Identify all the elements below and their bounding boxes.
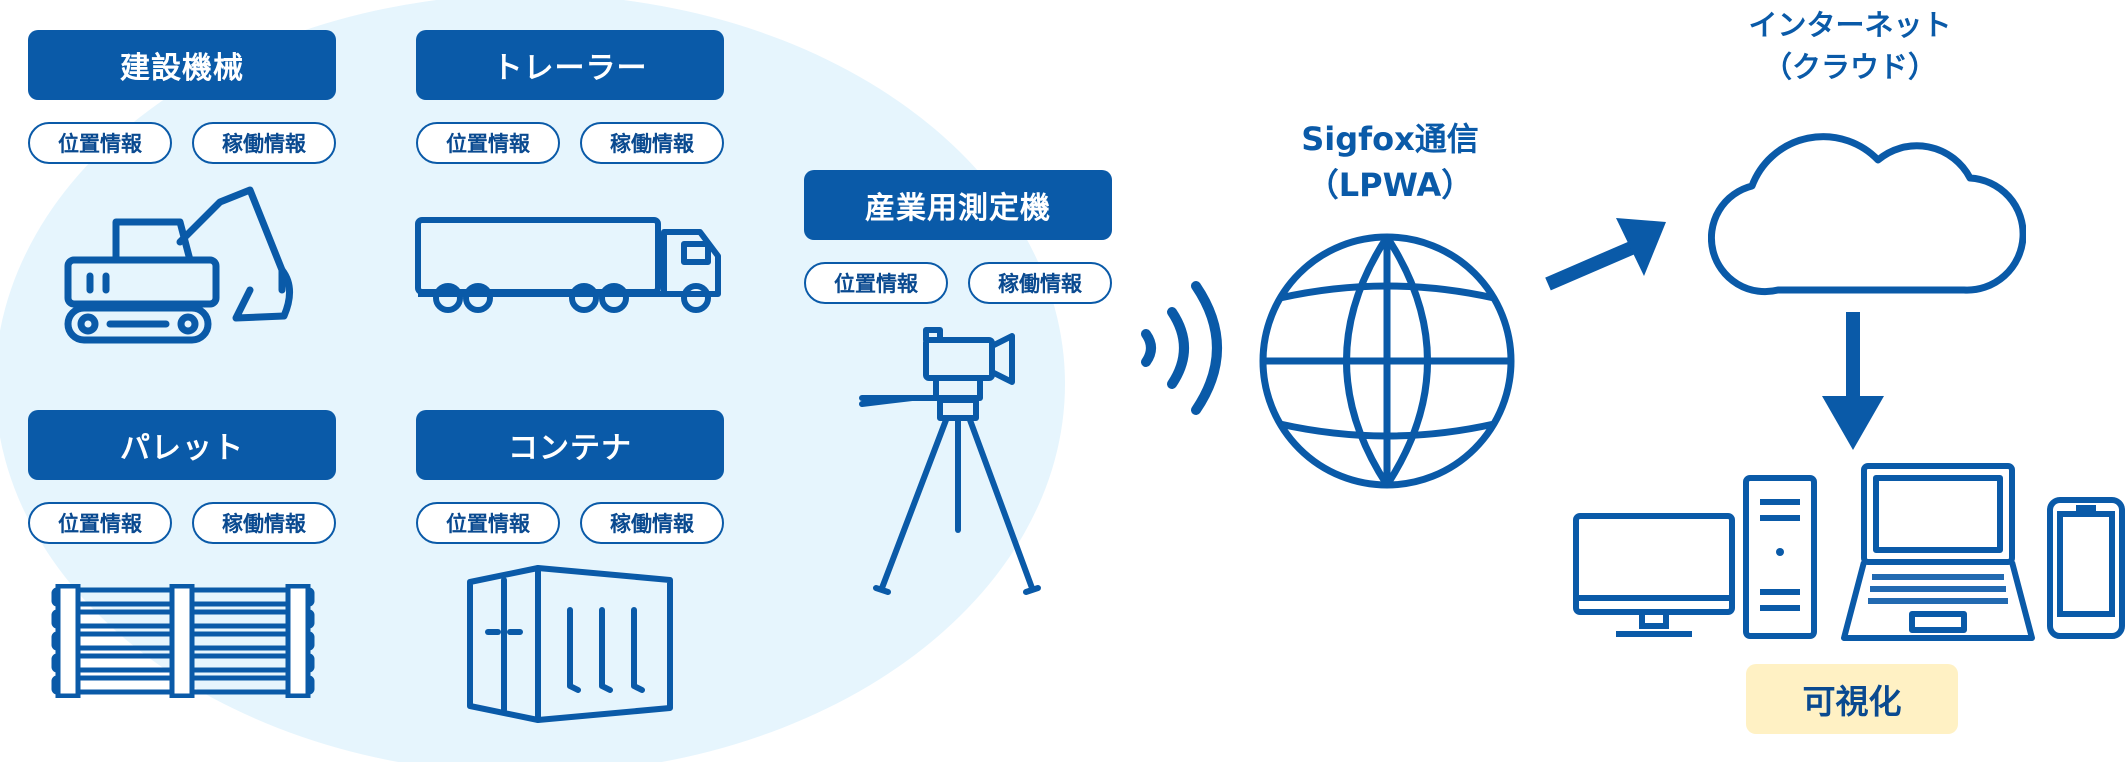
device-title-pallet: パレット [28, 410, 336, 480]
tag-operation: 稼働情報 [580, 122, 724, 164]
laptop-icon [1841, 463, 2035, 641]
device-title-survey: 産業用測定機 [804, 170, 1112, 240]
signal-waves-icon [1141, 281, 1222, 415]
device-title-trailer: トレーラー [416, 30, 724, 100]
tag-location: 位置情報 [28, 502, 172, 544]
container-icon [467, 565, 673, 723]
device-title-construction: 建設機械 [28, 30, 336, 100]
network-label-line1: Sigfox通信 [1301, 120, 1479, 158]
visualization-badge: 可視化 [1746, 664, 1958, 734]
excavator-icon [64, 186, 293, 344]
tag-operation: 稼働情報 [580, 502, 724, 544]
tower-pc-icon [1743, 475, 1817, 639]
tag-location: 位置情報 [804, 262, 948, 304]
tag-location: 位置情報 [416, 502, 560, 544]
tripod-camera-icon [859, 327, 1041, 595]
cloud-icon [1708, 133, 2026, 296]
cloud-label: インターネット （クラウド） [1700, 4, 2000, 88]
device-title-container: コンテナ [416, 410, 724, 480]
arrow-icon [1545, 218, 1666, 291]
pallet-icon [51, 584, 315, 698]
truck-icon [415, 217, 721, 313]
network-label: Sigfox通信 （LPWA） [1240, 116, 1540, 208]
arrow-icon [1822, 312, 1884, 450]
smartphone-icon [2047, 497, 2125, 639]
globe-icon [1259, 233, 1515, 489]
tag-operation: 稼働情報 [192, 502, 336, 544]
tag-location: 位置情報 [28, 122, 172, 164]
tag-location: 位置情報 [416, 122, 560, 164]
tag-operation: 稼働情報 [192, 122, 336, 164]
tag-operation: 稼働情報 [968, 262, 1112, 304]
cloud-label-line1: インターネット [1748, 8, 1952, 42]
network-label-line2: （LPWA） [1306, 166, 1474, 204]
cloud-label-line2: （クラウド） [1762, 50, 1937, 84]
monitor-icon [1573, 513, 1735, 637]
